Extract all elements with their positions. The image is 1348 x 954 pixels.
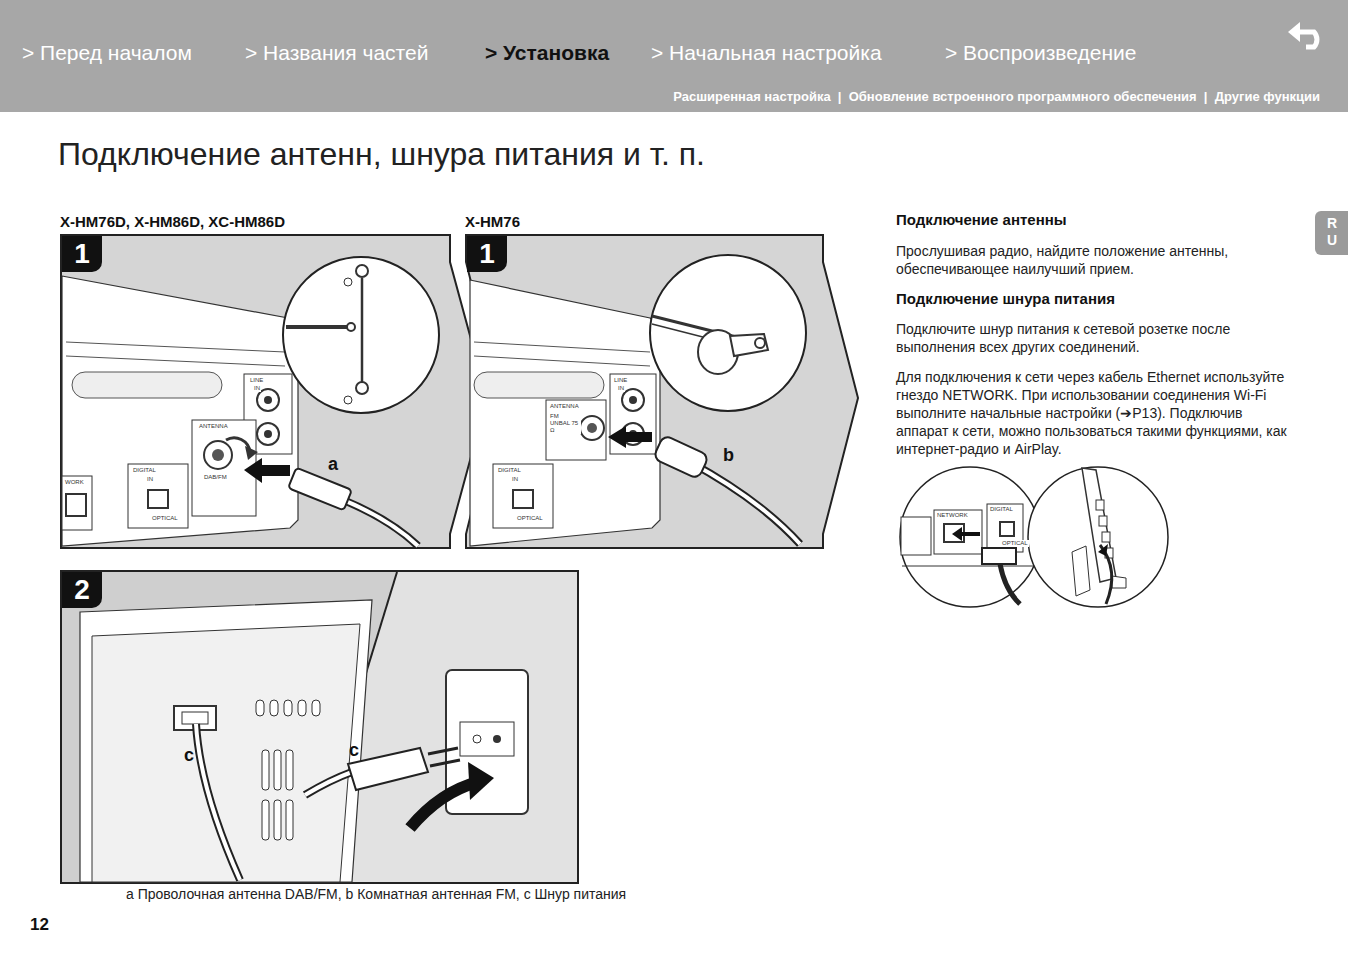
callout-letter: c: [349, 740, 359, 761]
section-heading: Подключение антенны: [896, 211, 1067, 228]
panel-marking: DIGITAL: [989, 506, 1014, 513]
panel-marking: LINE: [613, 377, 628, 384]
panel-marking: OPTICAL: [516, 515, 544, 522]
panel-marking: IN: [146, 476, 154, 483]
panel-marking: LINE: [249, 377, 264, 384]
step-number: 1: [62, 236, 102, 272]
callout-letter: c: [184, 745, 194, 766]
nav-item-active: > Установка: [485, 41, 609, 65]
page-title: Подключение антенн, шнура питания и т. п…: [58, 136, 705, 173]
panel-marking: OPTICAL: [151, 515, 179, 522]
figure-caption: a Проволочная антенна DAB/FM, b Комнатна…: [126, 886, 626, 902]
panel-marking: IN: [511, 476, 519, 483]
nav-item: > Начальная настройка: [651, 41, 882, 65]
callout-letter: a: [328, 454, 338, 475]
panel-marking: IN: [617, 385, 625, 392]
sub-nav: Расширенная настройка | Обновление встро…: [673, 90, 1320, 105]
panel-marking: OPTICAL: [1001, 540, 1029, 547]
section-heading: Подключение шнура питания: [896, 290, 1115, 307]
step-panel: 2: [60, 570, 579, 884]
panel-marking: FM UNBAL 75 Ω: [549, 413, 581, 434]
nav-item: > Воспроизведение: [945, 41, 1136, 65]
body-text: Для подключения к сети через кабель Ethe…: [896, 368, 1292, 458]
nav-item: > Названия частей: [245, 41, 428, 65]
language-tab: R U: [1315, 211, 1348, 255]
panel-marking: WORK: [64, 479, 85, 486]
page-number: 12: [30, 915, 49, 935]
panel-marking: DAB/FM: [203, 474, 228, 481]
body-text: Прослушивая радио, найдите положение ант…: [896, 242, 1261, 278]
language-code: R U: [1325, 215, 1339, 249]
panel-marking: ANTENNA: [198, 423, 229, 430]
panel-marking: NETWORK: [936, 512, 969, 519]
panel-marking: DIGITAL: [132, 467, 157, 474]
model-heading: X-HM76: [465, 213, 520, 230]
panel-marking: DIGITAL: [497, 467, 522, 474]
step-panel: X-HM76 1: [463, 209, 825, 551]
step-number: 1: [467, 236, 507, 272]
nav-item: > Перед началом: [22, 41, 192, 65]
callout-letter: b: [723, 445, 734, 466]
panel-marking: ANTENNA: [549, 403, 580, 410]
header-bar: > Перед началом > Названия частей > Устано…: [0, 0, 1348, 112]
body-text: Подключите шнур питания к сетевой розетк…: [896, 320, 1261, 356]
step-number: 2: [62, 572, 102, 608]
panel-marking: IN: [253, 385, 261, 392]
model-heading: X-HM76D, X-HM86D, XC-HM86D: [60, 213, 285, 230]
